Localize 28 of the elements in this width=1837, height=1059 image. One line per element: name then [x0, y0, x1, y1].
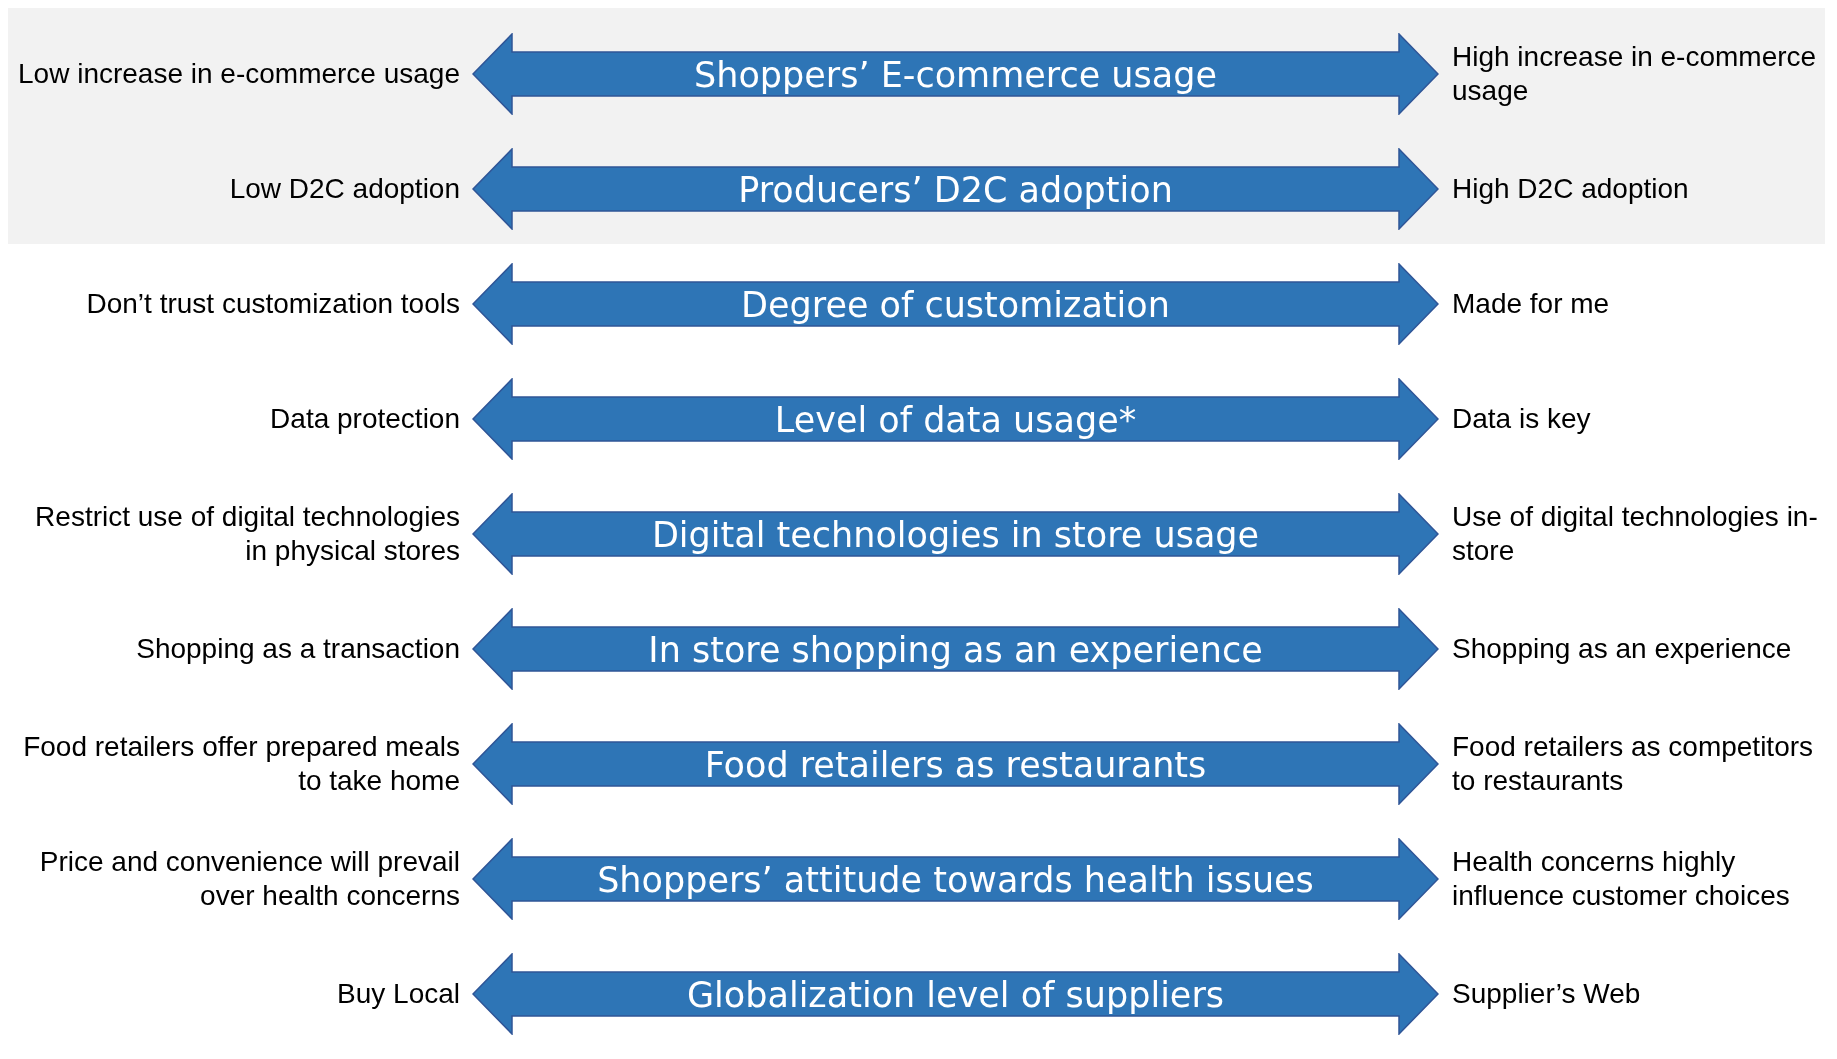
low-end-text: Food retailers offer prepared meals to take home: [22, 730, 460, 798]
low-end-text: Buy Local: [337, 977, 460, 1011]
banner-label: Shoppers’ attitude towards health issues: [596, 860, 1315, 900]
high-end-text: Supplier’s Web: [1452, 977, 1641, 1011]
banner-label: Digital technologies in store usage: [650, 515, 1261, 555]
low-end-text: Low D2C adoption: [229, 172, 460, 206]
banner-label: Degree of customization: [740, 285, 1171, 325]
banner-label: Food retailers as restaurants: [703, 745, 1208, 785]
high-end-text: Use of digital technologies in-store: [1452, 500, 1819, 568]
banner-label: Globalization level of suppliers: [686, 975, 1225, 1015]
low-end-text: Don’t trust customization tools: [86, 287, 460, 321]
banner-label: Level of data usage*: [773, 400, 1138, 440]
high-end-text: High increase in e-commerce usage: [1452, 40, 1818, 108]
low-end-text: Shopping as a transaction: [136, 632, 460, 666]
high-end-text: Data is key: [1452, 402, 1591, 436]
banner-label: Producers’ D2C adoption: [737, 170, 1174, 210]
high-end-text: Health concerns highly influence customer choices: [1452, 845, 1791, 913]
low-end-text: Data protection: [270, 402, 460, 436]
high-end-text: Made for me: [1452, 287, 1610, 321]
banner-label: In store shopping as an experience: [647, 630, 1264, 670]
high-end-text: High D2C adoption: [1452, 172, 1689, 206]
low-end-text: Low increase in e-commerce usage: [18, 57, 460, 91]
banner-label: Shoppers’ E-commerce usage: [693, 55, 1218, 95]
high-end-text: Shopping as an experience: [1452, 632, 1792, 666]
low-end-text: Price and convenience will prevail over health concerns: [38, 845, 460, 913]
shaded-band: [8, 8, 1825, 244]
low-end-text: Restrict use of digital technologies in physical stores: [34, 500, 460, 568]
high-end-text: Food retailers as competitors to restaurants: [1452, 730, 1815, 798]
